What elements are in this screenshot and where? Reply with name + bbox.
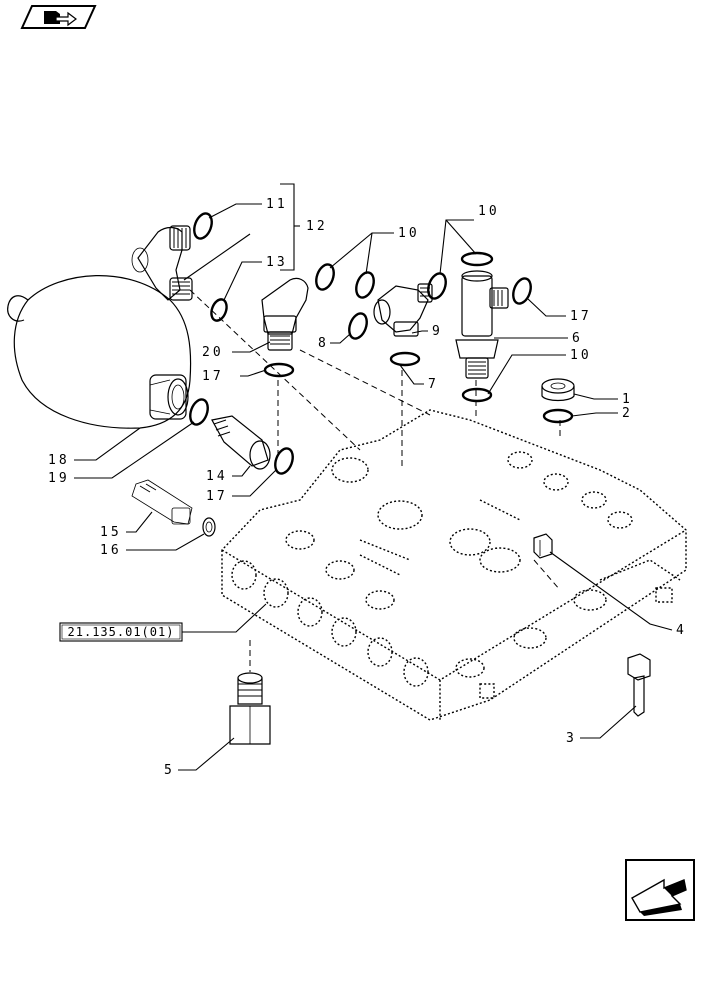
o-ring-10-left xyxy=(315,263,335,291)
bolt-part-3 xyxy=(627,653,651,717)
o-ring-2 xyxy=(542,408,574,424)
straight-fitting-part-14 xyxy=(211,415,271,470)
callout-10-bottom: 10 xyxy=(570,348,592,363)
tee-fitting-part-9 xyxy=(373,283,433,337)
o-ring-10-bottom xyxy=(461,387,493,403)
o-ring-8 xyxy=(348,312,368,340)
elbow-adapter-part-20 xyxy=(261,277,309,351)
reference-box-label: 21.135.01(01) xyxy=(68,625,175,639)
o-ring-17-low xyxy=(274,447,294,475)
o-rings xyxy=(189,212,574,475)
book-arrow-icon[interactable] xyxy=(20,5,97,29)
callout-5: 5 xyxy=(164,763,175,778)
next-page-arrow-icon[interactable] xyxy=(625,859,695,921)
elbow-fitting-part-12 xyxy=(131,225,193,301)
o-ring-19 xyxy=(189,398,209,426)
callout-6: 6 xyxy=(572,331,583,346)
callout-10-left: 10 xyxy=(398,226,420,241)
accumulator-part-18 xyxy=(7,275,192,429)
callout-17-low: 17 xyxy=(206,489,228,504)
washer-part-16 xyxy=(202,517,216,537)
callout-3: 3 xyxy=(566,731,577,746)
o-ring-10-right xyxy=(427,272,447,300)
callout-2: 2 xyxy=(622,406,633,421)
callout-16: 16 xyxy=(100,543,122,558)
o-ring-7 xyxy=(389,351,421,367)
plug-part-1 xyxy=(541,378,575,402)
callout-4: 4 xyxy=(676,623,687,638)
callout-labels: 11 12 13 10 10 17 6 10 1 2 8 9 7 20 17 1… xyxy=(48,197,687,778)
callout-15: 15 xyxy=(100,525,122,540)
callout-20: 20 xyxy=(202,345,224,360)
leader-lines xyxy=(74,183,673,771)
o-ring-10-mid xyxy=(355,271,375,299)
adapter-part-5 xyxy=(229,672,271,745)
tee-block-part-6 xyxy=(455,270,509,379)
callout-19: 19 xyxy=(48,471,70,486)
o-ring-17-right xyxy=(512,277,532,305)
callout-11: 11 xyxy=(266,197,288,212)
sensor-part-15 xyxy=(131,479,193,525)
assembly-lines xyxy=(189,289,561,672)
callout-7: 7 xyxy=(428,377,439,392)
callout-10-right: 10 xyxy=(478,204,500,219)
callout-17-mid: 17 xyxy=(202,369,224,384)
callout-13: 13 xyxy=(266,255,288,270)
reference-box[interactable]: 21.135.01(01) xyxy=(59,622,183,642)
o-ring-13 xyxy=(210,298,228,322)
callout-12: 12 xyxy=(306,219,328,234)
callout-14: 14 xyxy=(206,469,228,484)
nut-part-4 xyxy=(533,533,553,559)
callout-9: 9 xyxy=(432,324,443,339)
callout-8: 8 xyxy=(318,336,329,351)
o-ring-10-top xyxy=(460,251,494,267)
callout-17-right: 17 xyxy=(570,309,592,324)
valve-block xyxy=(221,409,687,721)
callout-1: 1 xyxy=(622,392,633,407)
callout-18: 18 xyxy=(48,453,70,468)
o-ring-11 xyxy=(193,212,213,240)
